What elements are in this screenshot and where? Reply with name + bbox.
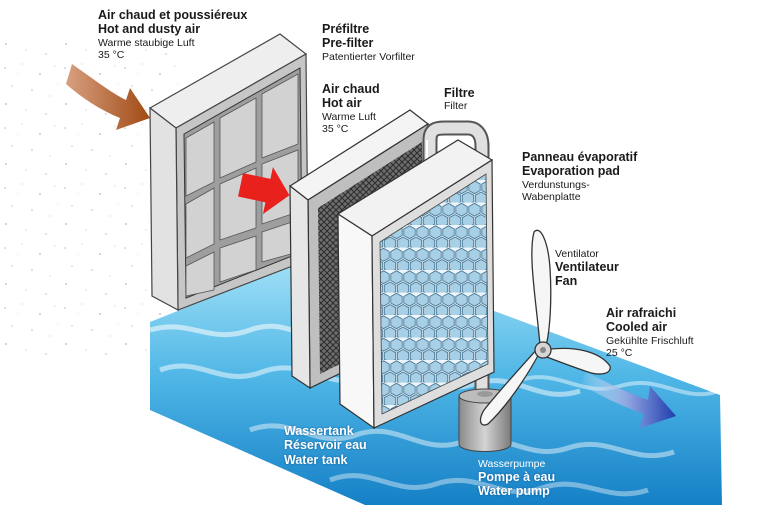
hot-dusty-air-temp: 35 °C	[98, 48, 125, 61]
hot-air-temp: 35 °C	[322, 122, 349, 135]
filter-en: Filter	[444, 100, 468, 113]
fan-en: Fan	[555, 274, 578, 289]
hot-dusty-air-de: Warme staubige Luft	[98, 36, 195, 49]
evaporation-pad-fr: Panneau évaporatif	[522, 150, 638, 164]
fan-fr: Ventilateur	[555, 260, 619, 275]
cooled-air-fr: Air rafraichi	[606, 306, 677, 320]
hot-air-en: Hot air	[322, 96, 362, 111]
label-fan: Ventilator Ventilateur Fan	[555, 248, 619, 289]
water-tank-en: Water tank	[284, 452, 348, 467]
cooled-air-de: Gekühlte Frischluft	[606, 334, 694, 347]
label-filter: Filtre Filter	[444, 86, 475, 112]
water-pump-en: Water pump	[478, 484, 550, 499]
label-water-pump: Wasserpumpe Pompe à eau Water pump	[478, 458, 555, 499]
prefilter-en: Pre-filter	[322, 36, 374, 51]
label-water-tank: Wassertank Réservoir eau Water tank	[284, 424, 367, 467]
water-tank-fr: Réservoir eau	[284, 438, 367, 453]
cooled-air-en: Cooled air	[606, 320, 668, 335]
hot-air-fr: Air chaud	[322, 82, 380, 96]
fan-de: Ventilator	[555, 248, 599, 260]
hot-dusty-air-fr: Air chaud et poussiéreux	[98, 8, 248, 22]
water-pump-fr: Pompe à eau	[478, 470, 556, 485]
label-evaporation-pad: Panneau évaporatif Evaporation pad Verdu…	[522, 150, 637, 203]
water-tank-de: Wassertank	[284, 424, 354, 438]
evaporation-pad-de1: Verdunstungs-	[522, 178, 590, 191]
hot-air-de: Warme Luft	[322, 110, 376, 123]
label-prefilter: Préfiltre Pre-filter Patentierter Vorfil…	[322, 22, 415, 63]
cooled-air-temp: 25 °C	[606, 346, 633, 359]
fan-icon	[479, 229, 611, 426]
hot-air-arrow-icon	[66, 64, 150, 130]
evaporation-pad-en: Evaporation pad	[522, 164, 620, 179]
evaporation-pad-de2: Wabenplatte	[522, 190, 581, 203]
hot-dusty-air-en: Hot and dusty air	[98, 22, 201, 37]
prefilter-fr: Préfiltre	[322, 22, 370, 36]
evaporation-pad	[336, 139, 495, 430]
label-cooled-air: Air rafraichi Cooled air Gekühlte Frisch…	[606, 306, 694, 359]
label-hot-air: Air chaud Hot air Warme Luft 35 °C	[322, 82, 380, 135]
cool-air-arrow-icon	[580, 372, 676, 428]
filter-fr: Filtre	[444, 86, 475, 100]
prefilter-de: Patentierter Vorfilter	[322, 50, 415, 63]
water-pump-de: Wasserpumpe	[478, 458, 546, 470]
red-arrow-icon	[238, 167, 290, 215]
label-hot-dusty-air: Air chaud et poussiéreux Hot and dusty a…	[98, 8, 247, 61]
